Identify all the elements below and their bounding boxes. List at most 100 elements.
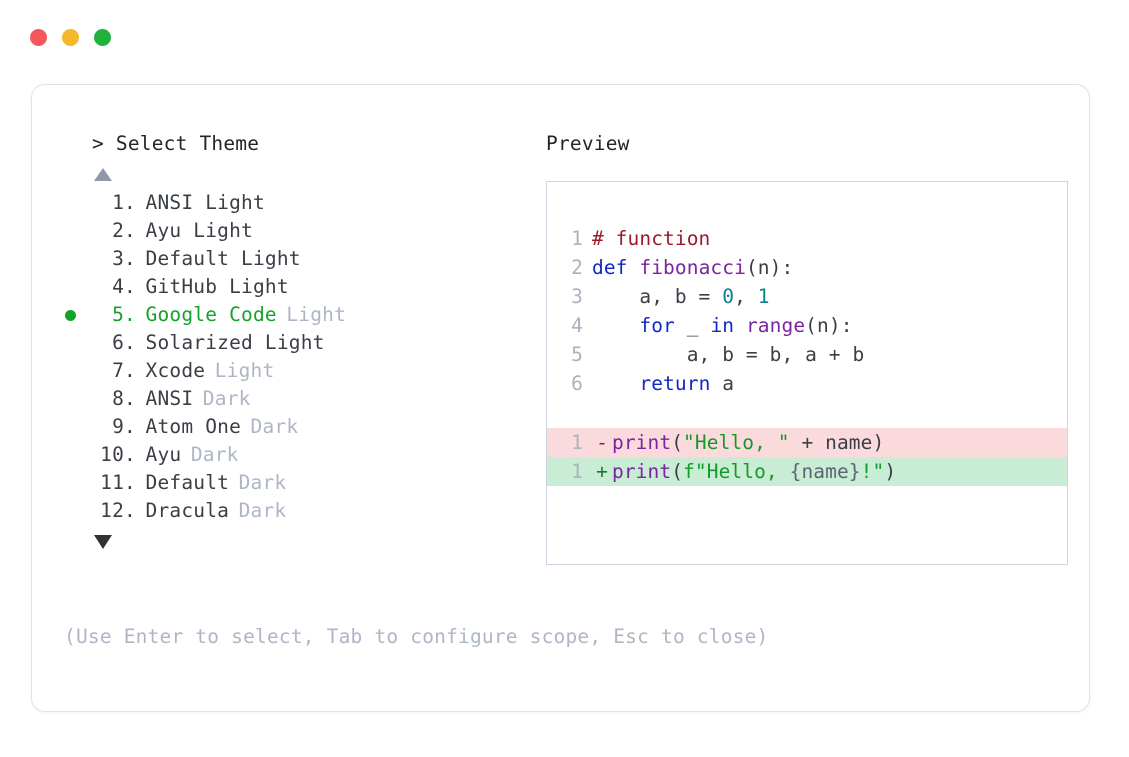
theme-item-index: 7. xyxy=(112,359,136,382)
code-token xyxy=(592,314,639,337)
code-token: # function xyxy=(592,227,711,250)
code-token: in xyxy=(710,314,735,337)
theme-item-variant: Dark xyxy=(238,471,287,494)
code-token: ( xyxy=(671,460,684,483)
theme-list-item[interactable]: 3.Default Light xyxy=(64,245,542,273)
selection-bullet-slot xyxy=(64,301,92,329)
theme-item-name: Ayu xyxy=(145,443,182,466)
minimize-button[interactable] xyxy=(62,29,79,46)
theme-list-item[interactable]: 2.Ayu Light xyxy=(64,217,542,245)
diff-line-text: print("Hello, " + name) xyxy=(612,428,884,457)
code-token: fibonacci xyxy=(639,256,746,279)
window-titlebar xyxy=(30,29,111,46)
theme-item-index: 2. xyxy=(112,219,136,242)
code-token: (n): xyxy=(805,314,853,337)
theme-item-index: 4. xyxy=(112,275,136,298)
code-token: for xyxy=(639,314,675,337)
theme-list-item[interactable]: 10. Ayu Dark xyxy=(64,441,542,469)
code-token: ) xyxy=(884,460,897,483)
code-token: 0 xyxy=(722,285,735,308)
theme-item-index: 3. xyxy=(112,247,136,270)
diff-line-text: print(f"Hello, {name}!") xyxy=(612,457,896,486)
selection-bullet-slot xyxy=(64,189,92,217)
close-button[interactable] xyxy=(30,29,47,46)
code-line: 4 for _ in range(n): xyxy=(563,311,1067,340)
code-line: 6 return a xyxy=(563,369,1067,398)
line-number: 1 xyxy=(571,227,583,250)
line-number: 4 xyxy=(571,314,583,337)
code-token: , xyxy=(734,285,758,308)
line-number: 2 xyxy=(571,256,583,279)
diff-sign: - xyxy=(596,431,608,454)
code-line-text: a, b = 0, 1 xyxy=(592,282,770,311)
selection-bullet-slot xyxy=(64,245,92,273)
theme-list-item[interactable]: 1.ANSI Light xyxy=(64,189,542,217)
theme-item-index: 11. xyxy=(100,471,136,494)
code-line: 3 a, b = 0, 1 xyxy=(563,282,1067,311)
line-number: 1 xyxy=(571,460,583,483)
maximize-button[interactable] xyxy=(94,29,111,46)
theme-list-item[interactable]: 4. GitHub Light xyxy=(64,273,542,301)
code-token: return xyxy=(639,372,711,395)
theme-item-variant: Light xyxy=(286,303,347,326)
theme-item-variant: Dark xyxy=(190,443,239,466)
code-token xyxy=(734,314,746,337)
selection-bullet-slot xyxy=(64,497,92,525)
theme-list-item[interactable]: 5. Google Code Light xyxy=(64,301,542,329)
code-token: + name) xyxy=(789,431,885,454)
selection-bullet-slot xyxy=(64,273,92,301)
code-line: 5 a, b = b, a + b xyxy=(563,340,1067,369)
code-token: (n): xyxy=(745,256,794,279)
code-spacer xyxy=(563,398,1067,428)
selection-bullet-slot xyxy=(64,413,92,441)
selection-bullet-slot xyxy=(64,469,92,497)
theme-item-index: 10. xyxy=(100,443,136,466)
code-token: print xyxy=(612,460,672,483)
diff-sign: + xyxy=(596,460,608,483)
diff-line-removed: 1-print("Hello, " + name) xyxy=(547,428,1067,457)
theme-item-variant: Dark xyxy=(202,387,251,410)
theme-list-item[interactable]: 12. Dracula Dark xyxy=(64,497,542,525)
keyboard-hint: (Use Enter to select, Tab to configure s… xyxy=(64,625,769,648)
scroll-up-icon[interactable] xyxy=(94,168,112,181)
code-line-text: return a xyxy=(592,369,734,398)
code-line-text: a, b = b, a + b xyxy=(592,340,865,369)
code-token xyxy=(592,372,639,395)
code-token: _ xyxy=(674,314,711,337)
theme-item-name: Atom One xyxy=(145,415,242,438)
selection-bullet-slot xyxy=(64,217,92,245)
code-line-text: # function xyxy=(592,224,710,253)
scroll-down-icon[interactable] xyxy=(94,535,112,549)
theme-item-variant: Dark xyxy=(238,499,287,522)
line-number: 1 xyxy=(571,431,583,454)
selection-bullet-slot xyxy=(64,385,92,413)
theme-item-name: Xcode xyxy=(145,359,206,382)
theme-item-name: GitHub Light xyxy=(145,275,289,298)
theme-item-index: 5. xyxy=(112,303,136,326)
theme-item-name: Dracula xyxy=(145,499,230,522)
theme-item-index: 12. xyxy=(100,499,136,522)
code-token: "Hello, " xyxy=(683,431,790,454)
code-token: 1 xyxy=(757,285,770,308)
theme-item-index: 9. xyxy=(112,415,136,438)
theme-list-item[interactable]: 9. Atom One Dark xyxy=(64,413,542,441)
page-title: > Select Theme xyxy=(92,132,260,155)
theme-item-index: 1. xyxy=(112,191,136,214)
code-token: f"Hello, xyxy=(683,460,790,483)
code-token: !" xyxy=(860,460,885,483)
line-number: 5 xyxy=(571,343,583,366)
theme-item-name: Google Code xyxy=(145,303,277,326)
theme-list-item[interactable]: 6.Solarized Light xyxy=(64,329,542,357)
code-token: ( xyxy=(671,431,684,454)
theme-item-variant: Dark xyxy=(250,415,299,438)
